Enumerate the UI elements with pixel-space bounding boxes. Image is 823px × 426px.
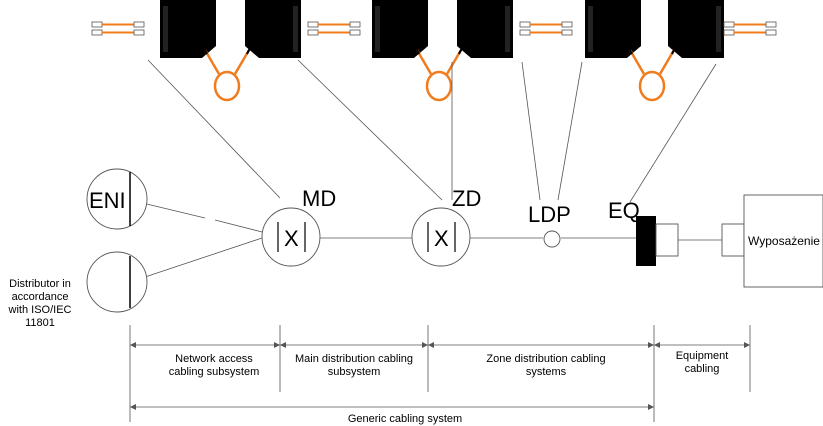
ldp-node: LDP	[528, 202, 571, 248]
md-cross: X	[284, 226, 299, 251]
distributor-node	[86, 251, 148, 313]
eni-label: ENI	[89, 188, 126, 213]
equipment-box: Wyposażenie	[721, 194, 823, 288]
ldp-label: LDP	[528, 202, 571, 227]
eq-node: EQ	[608, 198, 679, 266]
leader-lines	[147, 59, 717, 203]
dimension-lines	[129, 325, 751, 422]
subsystem-main-distribution: Main distribution cabling subsystem	[294, 353, 413, 378]
md-node: X MD	[261, 186, 336, 267]
distributor-note: Distributor in accordance with ISO/IEC 1…	[8, 278, 72, 329]
eq-label: EQ	[608, 198, 640, 223]
subsystem-network-access: Network access cabling subsystem	[168, 353, 260, 378]
zd-label: ZD	[452, 186, 481, 211]
zd-node: X ZD	[411, 186, 481, 267]
md-label: MD	[302, 186, 336, 211]
equipment-label: Wyposażenie	[748, 234, 820, 248]
subsystem-zone-distribution: Zone distribution cabling systems	[486, 353, 606, 378]
subsystem-equipment-cabling: Equipment cabling	[675, 350, 729, 375]
dimension-arrows	[130, 342, 750, 410]
generic-cabling-label: Generic cabling system	[347, 413, 463, 425]
zd-cross: X	[434, 226, 449, 251]
eni-node: ENI	[86, 168, 148, 230]
hardware-illustration	[91, 0, 777, 102]
